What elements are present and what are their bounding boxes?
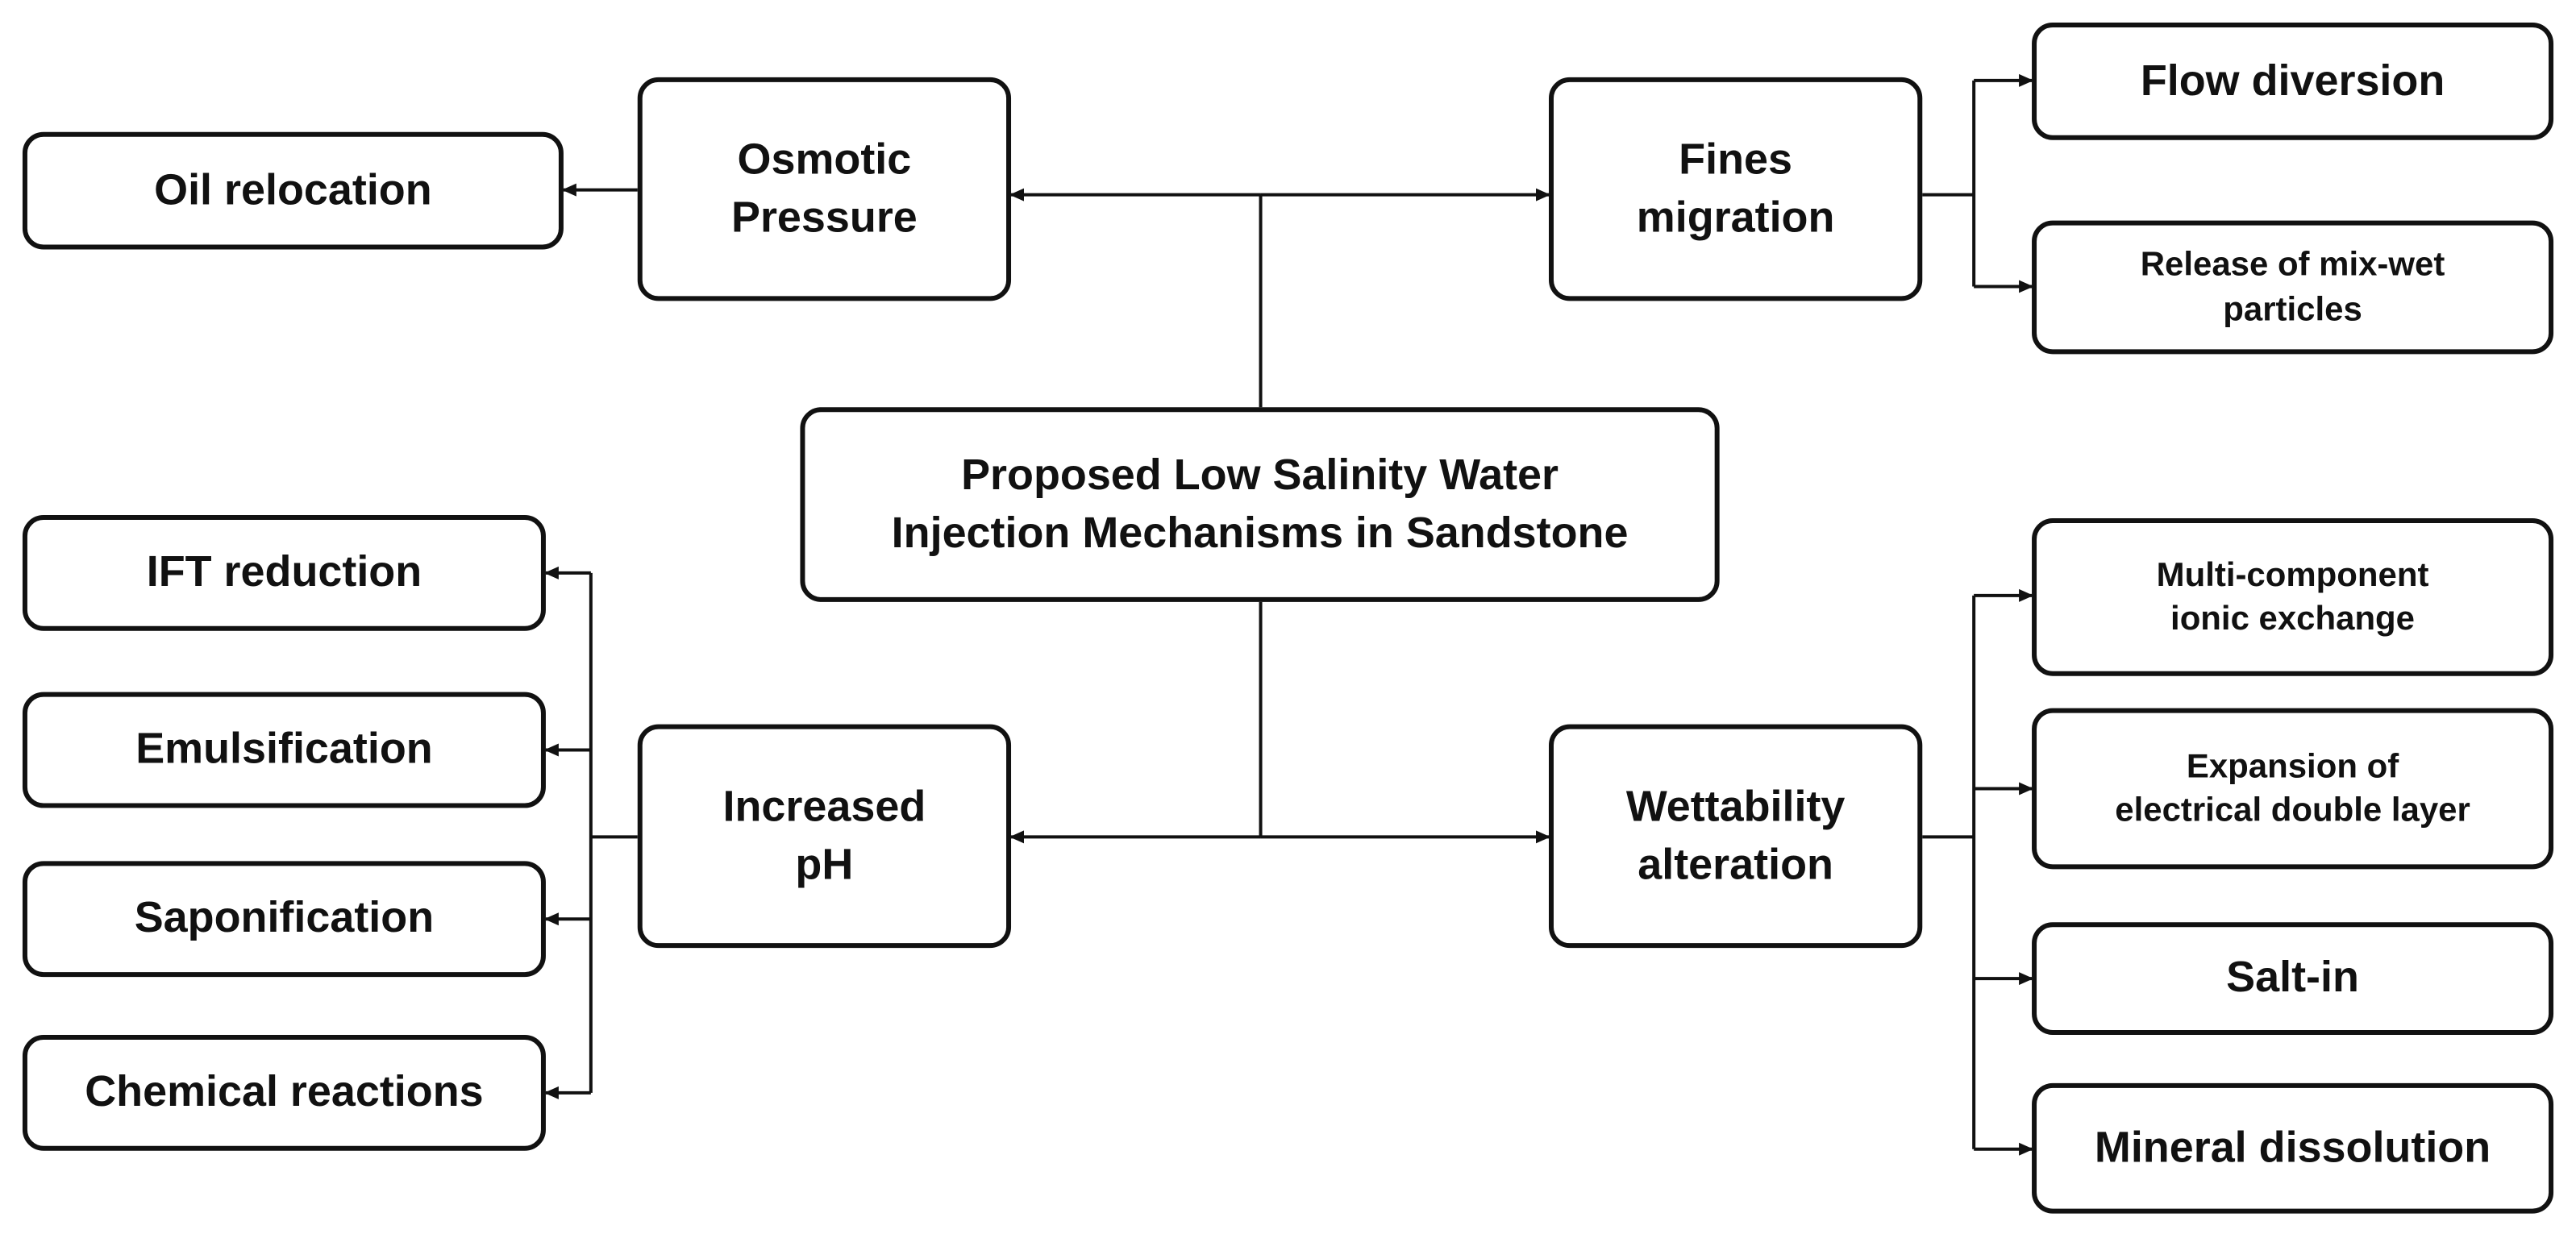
increased-ph-node: Increased pH bbox=[637, 724, 1012, 949]
saponification-label: Saponification bbox=[134, 894, 435, 943]
edl-line1: Expansion of bbox=[2186, 747, 2399, 785]
center-node: Proposed Low Salinity Water Injection Me… bbox=[800, 407, 1720, 602]
osmotic-pressure-line2: Pressure bbox=[730, 192, 918, 241]
mineral-dissolution-label: Mineral dissolution bbox=[2094, 1123, 2491, 1172]
wettability-alteration-line1: Wettability bbox=[1625, 783, 1846, 832]
flow-diversion-label: Flow diversion bbox=[2140, 56, 2445, 105]
multicomponent-line2: ionic exchange bbox=[2170, 600, 2416, 638]
edl-node: Expansion of electrical double layer bbox=[2032, 708, 2554, 870]
increased-ph-line2: pH bbox=[795, 839, 854, 888]
increased-ph-line1: Increased bbox=[722, 783, 926, 832]
emulsification-label: Emulsification bbox=[135, 725, 433, 774]
salt-in-label: Salt-in bbox=[2226, 953, 2359, 1002]
mineral-dissolution-node: Mineral dissolution bbox=[2032, 1082, 2554, 1214]
fines-migration-node: Fines migration bbox=[1548, 77, 1923, 301]
center-label-line1: Proposed Low Salinity Water bbox=[961, 451, 1559, 500]
oil-relocation-label: Oil relocation bbox=[154, 165, 432, 214]
edl-line2: electrical double layer bbox=[2115, 791, 2470, 829]
release-mixwet-line2: particles bbox=[2223, 290, 2362, 328]
chemical-reactions-node: Chemical reactions bbox=[22, 1034, 546, 1151]
fines-migration-line1: Fines bbox=[1679, 135, 1793, 185]
emulsification-node: Emulsification bbox=[22, 692, 546, 808]
fines-migration-line2: migration bbox=[1636, 192, 1835, 241]
release-mixwet-line1: Release of mix-wet bbox=[2140, 246, 2445, 284]
wettability-alteration-node: Wettability alteration bbox=[1548, 724, 1923, 949]
saponification-node: Saponification bbox=[22, 861, 546, 978]
osmotic-pressure-node: Osmotic Pressure bbox=[637, 77, 1012, 301]
multicomponent-node: Multi-component ionic exchange bbox=[2032, 517, 2554, 676]
release-mixwet-node: Release of mix-wet particles bbox=[2032, 220, 2554, 355]
center-label-line2: Injection Mechanisms in Sandstone bbox=[891, 508, 1629, 556]
flow-diversion-node: Flow diversion bbox=[2032, 22, 2554, 140]
osmotic-pressure-line1: Osmotic bbox=[737, 135, 912, 185]
salt-in-node: Salt-in bbox=[2032, 922, 2554, 1035]
chemical-reactions-label: Chemical reactions bbox=[85, 1067, 484, 1116]
multicomponent-line1: Multi-component bbox=[2156, 556, 2429, 594]
ift-reduction-label: IFT reduction bbox=[146, 547, 422, 596]
wettability-alteration-line2: alteration bbox=[1638, 839, 1833, 888]
oil-relocation-node: Oil relocation bbox=[22, 131, 564, 250]
ift-reduction-node: IFT reduction bbox=[22, 515, 546, 631]
